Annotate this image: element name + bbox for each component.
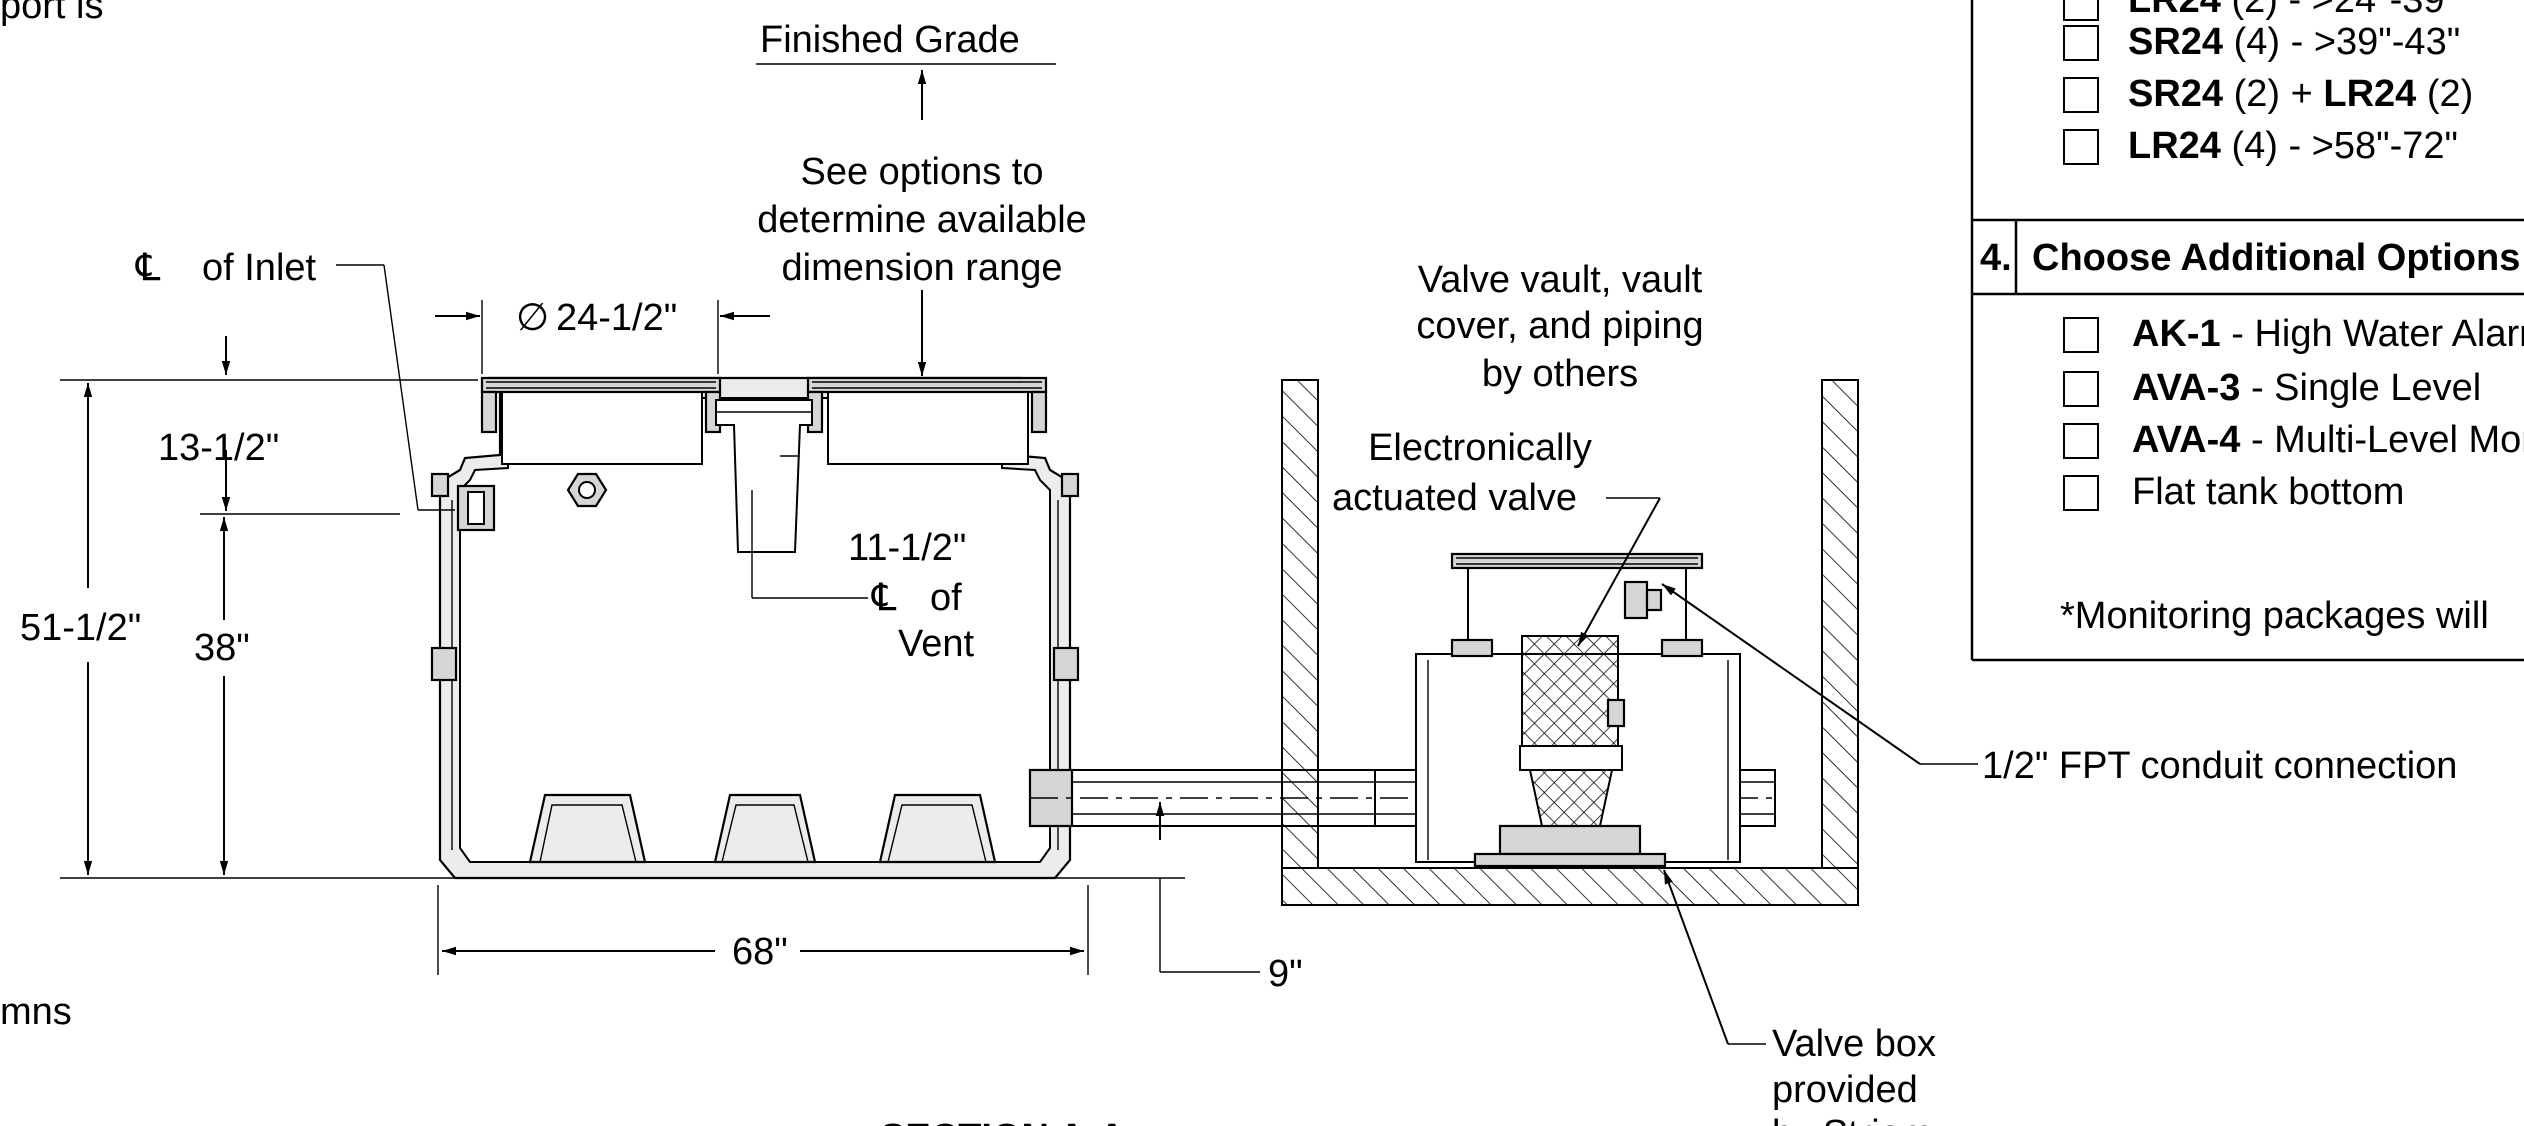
option-detail-2: (2) — [2416, 73, 2473, 115]
vault-wall-right — [1821, 379, 1859, 869]
right-rib — [1052, 646, 1080, 682]
annotations: port is Finished Grade See options to de… — [0, 0, 2457, 1126]
finished-grade-label: Finished Grade — [760, 19, 1020, 61]
option-code: LR24 — [2128, 125, 2221, 167]
diameter-dimension: 24-1/2" — [556, 297, 677, 339]
valve-body — [1528, 769, 1614, 827]
svg-text:AVA-3 - Single Level: AVA-3 - Single Level — [2132, 367, 2481, 409]
dim-68: 68" — [732, 931, 788, 973]
vent-pipe — [715, 399, 813, 553]
svg-text:Flat tank bottom: Flat tank bottom — [2132, 471, 2404, 513]
monitoring-note: *Monitoring packages will — [2060, 595, 2489, 637]
option-code: AVA-4 — [2132, 419, 2240, 461]
see-options-line3: dimension range — [782, 247, 1063, 289]
svg-text:AVA-4 - Multi-Level Monitoring: AVA-4 - Multi-Level Monitoring — [2132, 419, 2524, 461]
valve-box-lid — [1450, 552, 1704, 570]
valve-box-line1: Valve box — [1772, 1023, 1936, 1065]
vault-floor — [1281, 867, 1859, 906]
additional-option-row[interactable]: Flat tank bottom — [2063, 471, 2404, 513]
option-checkbox[interactable] — [2063, 475, 2099, 511]
left-rib — [430, 646, 458, 682]
option-row[interactable]: SR24 (4) - >39"-43" — [2063, 21, 2460, 63]
cl-vent-of: of — [930, 577, 962, 619]
dim-13-1-2: 13-1/2" — [158, 427, 279, 469]
option-checkbox[interactable] — [2063, 129, 2099, 165]
option-code: SR24 — [2128, 21, 2223, 63]
valve-vault-line3: by others — [1482, 353, 1638, 395]
option-row[interactable]: LR24 (2) - >24"-39" — [2063, 0, 2458, 21]
option-text: - Single Level — [2240, 367, 2481, 409]
conduit-label: 1/2" FPT conduit connection — [1982, 745, 2457, 787]
valve-vault-line1: Valve vault, vault — [1418, 259, 1703, 301]
option-detail: (2) - >24"-39" — [2221, 0, 2458, 21]
svg-text:LR24 (2) - >24"-39": LR24 (2) - >24"-39" — [2128, 0, 2458, 21]
dimensions — [60, 63, 1978, 1045]
valve-vault-line2: cover, and piping — [1416, 305, 1703, 347]
additional-option-row[interactable]: AVA-3 - Single Level — [2063, 367, 2481, 409]
dim-38: 38" — [194, 627, 250, 669]
option-text: Flat tank bottom — [2132, 471, 2404, 513]
option-code-2: LR24 — [2323, 73, 2416, 115]
valve-box-line3: by Striem — [1772, 1113, 1932, 1126]
options-table: LR24 (2) - >24"-39" SR24 (4) - >39"-43" … — [1970, 0, 2524, 662]
additional-option-row[interactable]: AK-1 - High Water Alarm — [2063, 313, 2524, 355]
section4-title: Choose Additional Options — [2032, 237, 2520, 279]
see-options-line2: determine available — [757, 199, 1087, 241]
valve-box-line2: provided — [1772, 1069, 1918, 1111]
option-code: AVA-3 — [2132, 367, 2240, 409]
eav-line1: Electronically — [1368, 427, 1592, 469]
option-row[interactable]: LR24 (4) - >58"-72" — [2063, 125, 2458, 167]
conduit-fitting — [1623, 580, 1649, 620]
option-code: AK-1 — [2132, 313, 2221, 355]
dim-9: 9" — [1268, 953, 1303, 995]
option-detail: (4) - >58"-72" — [2221, 125, 2458, 167]
bottom-left-fragment: mns — [0, 991, 72, 1033]
option-detail: (4) - >39"-43" — [2223, 21, 2460, 63]
valve-actuator — [1521, 635, 1619, 747]
left-cover — [480, 376, 722, 394]
section-title: SECTION A-A — [880, 1117, 1126, 1126]
left-riser — [501, 391, 703, 465]
tank-interior — [459, 397, 1051, 863]
svg-text:AK-1 - High Water Alarm: AK-1 - High Water Alarm — [2132, 313, 2524, 355]
cl-vent-symbol: ℄ — [871, 577, 897, 619]
option-checkbox[interactable] — [2063, 317, 2099, 353]
see-options-line1: See options to — [801, 151, 1044, 193]
right-riser — [827, 391, 1029, 465]
valve-vault — [1281, 379, 1859, 906]
dim-11-1-2: 11-1/2" — [848, 527, 966, 569]
right-cover — [806, 376, 1048, 394]
option-code: LR24 — [2128, 0, 2221, 21]
eav-line2: actuated valve — [1332, 477, 1577, 519]
option-checkbox[interactable] — [2063, 77, 2099, 113]
cl-vent-label: Vent — [898, 623, 975, 665]
tank — [430, 376, 1080, 880]
top-left-fragment: port is — [0, 0, 103, 27]
option-text: - High Water Alarm — [2221, 313, 2524, 355]
cl-inlet-label: of Inlet — [202, 247, 317, 289]
cl-inlet-symbol: ℄ — [135, 247, 161, 289]
option-checkbox[interactable] — [2063, 371, 2099, 407]
svg-text:SR24 (4) - >39"-43": SR24 (4) - >39"-43" — [2128, 21, 2460, 63]
dim-51-1-2: 51-1/2" — [20, 607, 141, 649]
option-row[interactable]: SR24 (2) + LR24 (2) — [2063, 73, 2473, 115]
vault-wall-left — [1281, 379, 1319, 869]
option-checkbox[interactable] — [2063, 0, 2099, 21]
option-checkbox[interactable] — [2063, 423, 2099, 459]
option-text: - Multi-Level Monitoring — [2240, 419, 2524, 461]
svg-text:LR24 (4) - >58"-72": LR24 (4) - >58"-72" — [2128, 125, 2458, 167]
additional-option-row[interactable]: AVA-4 - Multi-Level Monitoring — [2063, 419, 2524, 461]
option-detail: (2) + — [2223, 73, 2323, 115]
diameter-symbol: ∅ — [516, 297, 549, 339]
option-code: SR24 — [2128, 73, 2223, 115]
tank-feet — [528, 793, 997, 864]
section4-number: 4. — [1980, 237, 2012, 279]
option-checkbox[interactable] — [2063, 25, 2099, 61]
svg-text:SR24 (2) + LR24 (2): SR24 (2) + LR24 (2) — [2128, 73, 2473, 115]
